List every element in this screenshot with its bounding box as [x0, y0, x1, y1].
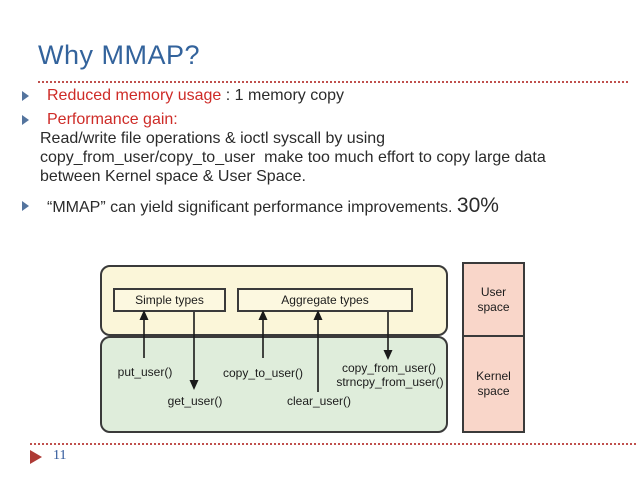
footer-divider	[30, 443, 636, 445]
bullet1-highlight: Reduced memory usage	[47, 87, 222, 104]
put-user-label: put_user()	[117, 365, 173, 379]
bullet1-rest: : 1 memory copy	[221, 87, 345, 104]
bullet3-text: “MMAP” can yield significant performance…	[47, 199, 457, 216]
bullet2-line3: between Kernel space & User Space.	[40, 168, 306, 185]
kernel-space-label: Kernel space	[476, 369, 511, 398]
down-arrowhead-icon	[383, 350, 393, 360]
slide-body: Reduced memory usage : 1 memory copy Per…	[22, 86, 628, 217]
footer-triangle-icon	[30, 450, 42, 464]
up-arrowhead-icon	[258, 310, 268, 320]
aggregate-types-box: Aggregate types	[237, 288, 413, 312]
kernel-space-legend-box: Kernel space	[462, 335, 525, 433]
bullet-mmap-improvement: “MMAP” can yield significant performance…	[22, 194, 628, 217]
down-arrowhead-icon	[189, 380, 199, 390]
diagram-arrows	[139, 310, 393, 392]
simple-types-label: Simple types	[135, 293, 204, 307]
page-number: 11	[53, 448, 67, 463]
copy-to-user-label: copy_to_user()	[222, 366, 304, 380]
bullet-triangle-icon	[22, 201, 47, 211]
bullet2-line1: Read/write file operations & ioctl sysca…	[40, 130, 386, 147]
slide-title: Why MMAP?	[38, 40, 201, 70]
bullet-triangle-icon	[22, 91, 47, 101]
mmap-diagram: Simple types Aggregate types put_user() …	[99, 261, 529, 435]
bullet2-line2: copy_from_user/copy_to_user make too muc…	[40, 149, 546, 166]
user-space-legend-box: User space	[462, 262, 525, 337]
bullet2-highlight: Performance gain:	[47, 111, 178, 128]
user-space-label: User space	[477, 284, 510, 314]
copy-from-user-label: copy_from_user()	[341, 361, 437, 375]
bullet-reduced-memory: Reduced memory usage : 1 memory copy	[22, 86, 628, 105]
up-arrowhead-icon	[139, 310, 149, 320]
bullet-performance-gain: Performance gain:	[22, 110, 628, 129]
bullet3-percentage: 30%	[456, 194, 499, 217]
bullet-triangle-icon	[22, 115, 47, 125]
strncpy-from-user-label: strncpy_from_user()	[336, 375, 444, 389]
title-divider	[38, 81, 628, 83]
up-arrowhead-icon	[313, 310, 323, 320]
clear-user-label: clear_user()	[286, 394, 352, 408]
simple-types-box: Simple types	[113, 288, 226, 312]
get-user-label: get_user()	[167, 394, 223, 408]
aggregate-types-label: Aggregate types	[281, 293, 369, 307]
